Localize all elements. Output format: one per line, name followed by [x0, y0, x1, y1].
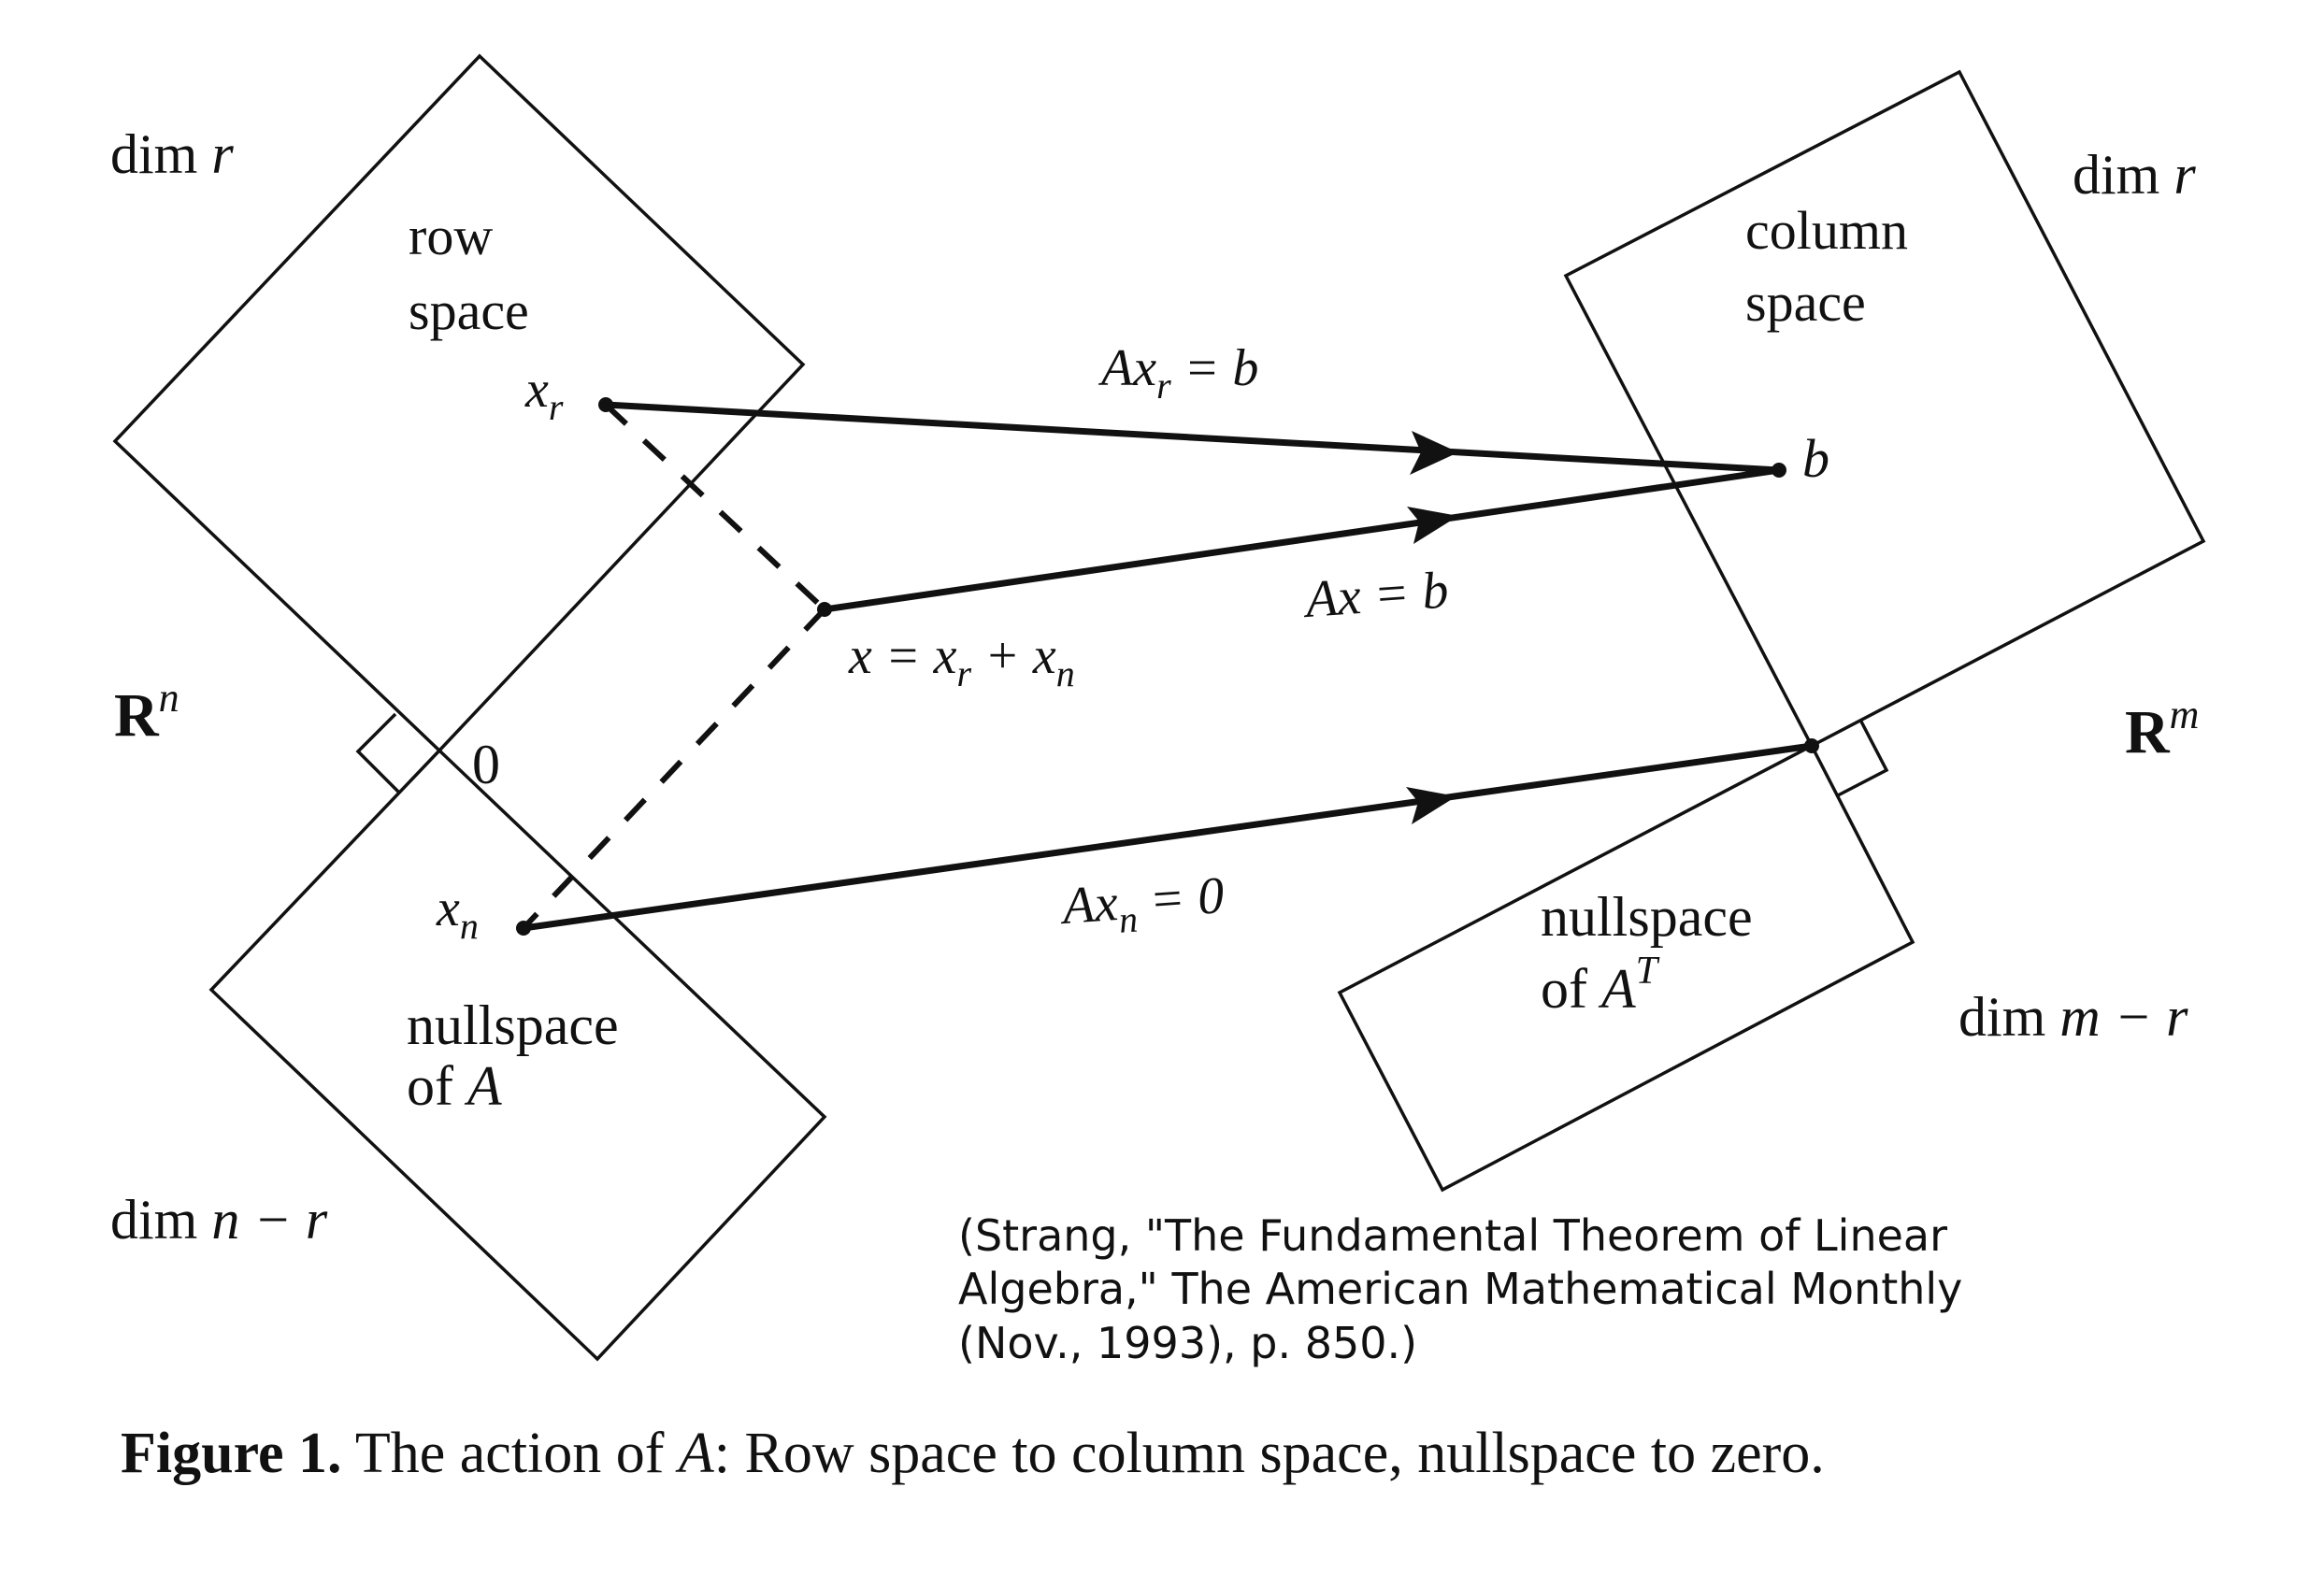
arrow-x-to-b	[821, 466, 1783, 613]
arrow-xn-to-zero	[520, 742, 1815, 932]
column-space-label-line1: column	[1745, 200, 1908, 261]
origin-label-left: 0	[472, 734, 500, 795]
nullspace-a-label-line1: nullspace	[407, 994, 619, 1056]
arrowhead-xn-to-zero	[1406, 787, 1456, 824]
point-b	[1772, 463, 1786, 478]
right-angle-marker-right	[1837, 721, 1889, 797]
arrow-xr-to-b	[602, 401, 1783, 474]
nullspace-a-shape	[208, 748, 827, 1362]
nullspace-a-label-line2: of A	[407, 1055, 502, 1117]
figure-caption: Figure 1. The action of A: Row space to …	[121, 1422, 1825, 1485]
arrowhead-x-to-b	[1407, 507, 1458, 544]
nullspace-at-dim-label: dim m − r	[1958, 986, 2188, 1048]
nullspace-at-label-line2: of AT	[1541, 950, 1660, 1020]
citation-line-2: Algebra," The American Mathematical Mont…	[958, 1264, 1962, 1314]
point-xr	[598, 397, 613, 412]
mapping-label-xr: Axr = b	[1097, 339, 1258, 407]
nullspace-a-dim-label: dim n − r	[110, 1189, 328, 1251]
right-angle-marker-left	[355, 712, 400, 794]
b-label: b	[1802, 428, 1829, 489]
xn-label: xn	[436, 879, 479, 947]
arrowhead-xr-to-b	[1410, 431, 1458, 475]
citation-line-1: (Strang, "The Fundamental Theorem of Lin…	[958, 1210, 1947, 1261]
mapping-label-xn: Axn = 0	[1057, 866, 1227, 945]
row-space-label-line2: space	[409, 280, 529, 341]
column-space-dim-label: dim r	[2073, 144, 2196, 206]
nullspace-at-label-line1: nullspace	[1541, 886, 1753, 948]
rm-label: Rm	[2125, 692, 2199, 766]
row-space-label-line1: row	[409, 206, 493, 266]
mapping-label-x: Ax = b	[1300, 561, 1451, 629]
dashed-x-to-xn	[521, 607, 827, 931]
citation-line-3: (Nov., 1993), p. 850.)	[958, 1318, 1417, 1368]
x-decomposition-label: x = xr + xn	[848, 627, 1075, 694]
point-xn	[516, 921, 531, 936]
point-zero-right	[1804, 738, 1819, 753]
nullspace-at-shape	[1337, 743, 1915, 1193]
dashed-xr-to-x	[603, 402, 827, 612]
rn-label: Rn	[114, 675, 179, 750]
row-space-dim-label: dim r	[110, 123, 234, 185]
xr-label: xr	[524, 361, 564, 428]
column-space-label-line2: space	[1745, 272, 1866, 333]
point-x	[817, 602, 832, 617]
